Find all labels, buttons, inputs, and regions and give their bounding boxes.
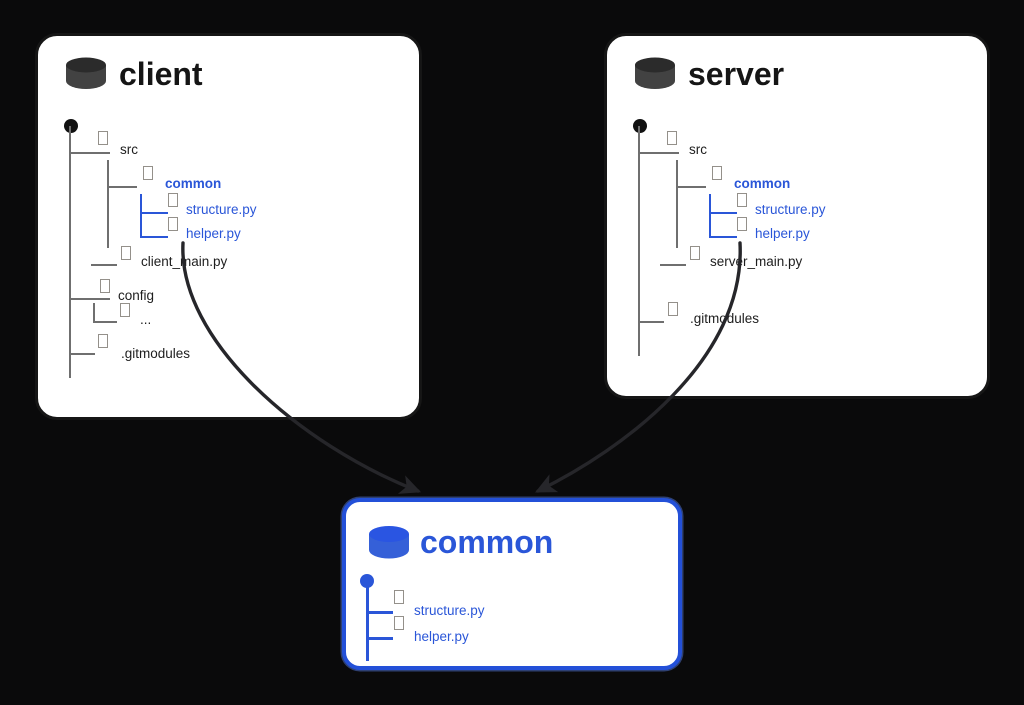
missing-glyph-icon	[100, 279, 110, 293]
repo-box-common: common structure.py helper.py	[342, 498, 682, 670]
tree-item-main: server_main.py	[710, 254, 803, 269]
repo-title-common: common	[420, 524, 554, 560]
tree-line	[69, 298, 110, 300]
tree-line	[366, 581, 369, 661]
tree-item-ellipsis: ...	[140, 312, 152, 327]
missing-glyph-icon	[690, 246, 700, 260]
tree-line	[638, 126, 640, 356]
tree-item-common: common	[165, 176, 222, 191]
repo-box-server: server src common structure.py helper.py…	[604, 33, 990, 399]
database-icon	[66, 57, 106, 89]
tree-line	[676, 160, 678, 248]
missing-glyph-icon	[394, 590, 404, 604]
database-icon	[369, 526, 409, 559]
tree-line	[638, 152, 679, 154]
missing-glyph-icon	[120, 303, 130, 317]
tree-item-common: common	[734, 176, 791, 191]
tree-item-src: src	[120, 142, 138, 157]
missing-glyph-icon	[168, 217, 178, 231]
tree-line	[93, 303, 95, 323]
tree-item-src: src	[689, 142, 707, 157]
missing-glyph-icon	[98, 334, 108, 348]
tree-item-structure: structure.py	[414, 603, 485, 618]
missing-glyph-icon	[143, 166, 153, 180]
repo-box-client: client src common structure.py helper.py…	[35, 33, 422, 420]
tree-line	[709, 212, 737, 214]
repo-title-server: server	[688, 56, 785, 92]
tree-line	[69, 152, 110, 154]
tree-line	[107, 186, 137, 188]
tree-item-gitmodules: .gitmodules	[121, 346, 191, 361]
tree-line	[140, 236, 168, 238]
missing-glyph-icon	[98, 131, 108, 145]
tree-item-helper: helper.py	[414, 629, 469, 644]
tree-line	[69, 126, 71, 378]
missing-glyph-icon	[121, 246, 131, 260]
tree-line	[140, 194, 142, 238]
missing-glyph-icon	[737, 217, 747, 231]
tree-line	[69, 353, 95, 355]
tree-item-structure: structure.py	[186, 202, 257, 217]
missing-glyph-icon	[668, 302, 678, 316]
repo-title-client: client	[119, 56, 203, 92]
tree-line	[709, 236, 737, 238]
missing-glyph-icon	[712, 166, 722, 180]
tree-item-config: config	[118, 288, 155, 303]
tree-line	[140, 212, 168, 214]
tree-root-dot	[633, 119, 647, 133]
missing-glyph-icon	[667, 131, 677, 145]
tree-line	[366, 637, 393, 640]
tree-item-helper: helper.py	[755, 226, 810, 241]
tree-line	[91, 264, 117, 266]
tree-item-structure: structure.py	[755, 202, 826, 217]
tree-item-helper: helper.py	[186, 226, 241, 241]
tree-line	[93, 321, 117, 323]
tree-item-gitmodules: .gitmodules	[690, 311, 760, 326]
tree-root-dot	[64, 119, 78, 133]
missing-glyph-icon	[737, 193, 747, 207]
tree-line	[366, 611, 393, 614]
tree-item-main: client_main.py	[141, 254, 228, 269]
tree-line	[676, 186, 706, 188]
tree-line	[709, 194, 711, 238]
tree-line	[660, 264, 686, 266]
database-icon	[635, 57, 675, 89]
tree-line	[638, 321, 664, 323]
tree-line	[107, 160, 109, 248]
missing-glyph-icon	[394, 616, 404, 630]
missing-glyph-icon	[168, 193, 178, 207]
